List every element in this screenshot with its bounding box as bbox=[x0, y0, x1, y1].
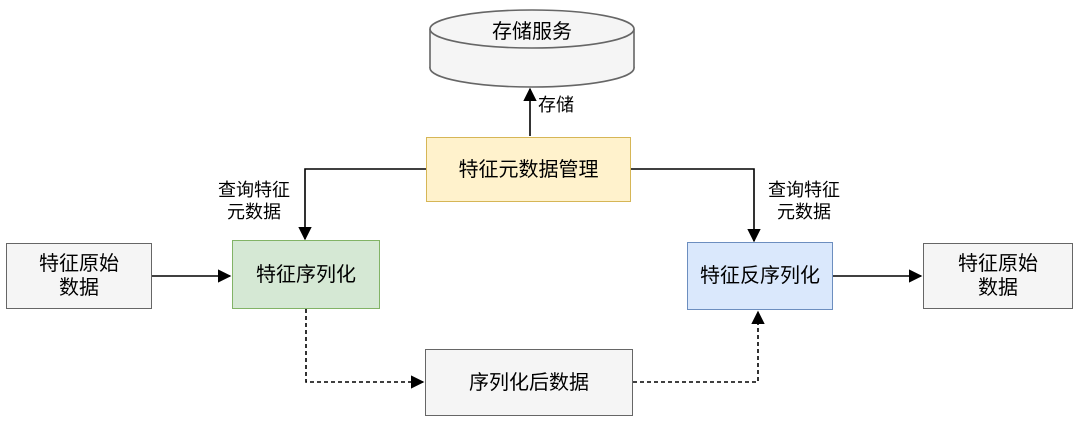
edge-data-to-deserializer-dashed-arrow bbox=[633, 310, 765, 383]
node-raw-feature-data-left: 特征原始 数据 bbox=[6, 243, 152, 309]
node-feature-serializer: 特征序列化 bbox=[232, 240, 380, 309]
edge-label-query-left: 查询特征 元数据 bbox=[218, 180, 290, 222]
node-serialized-data: 序列化后数据 bbox=[425, 349, 633, 416]
node-storage-service-label: 存储服务 bbox=[492, 20, 572, 43]
edge-query-left-arrow bbox=[298, 168, 426, 241]
edge-serializer-to-data-dashed-arrow bbox=[305, 309, 425, 389]
edge-label-store: 存储 bbox=[538, 95, 574, 115]
node-raw-feature-data-right: 特征原始 数据 bbox=[923, 243, 1073, 309]
node-feature-metadata-manager: 特征元数据管理 bbox=[426, 137, 631, 202]
node-feature-deserializer: 特征反序列化 bbox=[687, 242, 833, 310]
edge-query-right-arrow bbox=[631, 168, 761, 243]
storage-cylinder-shape bbox=[429, 9, 635, 88]
edge-label-query-right: 查询特征 元数据 bbox=[768, 180, 840, 222]
